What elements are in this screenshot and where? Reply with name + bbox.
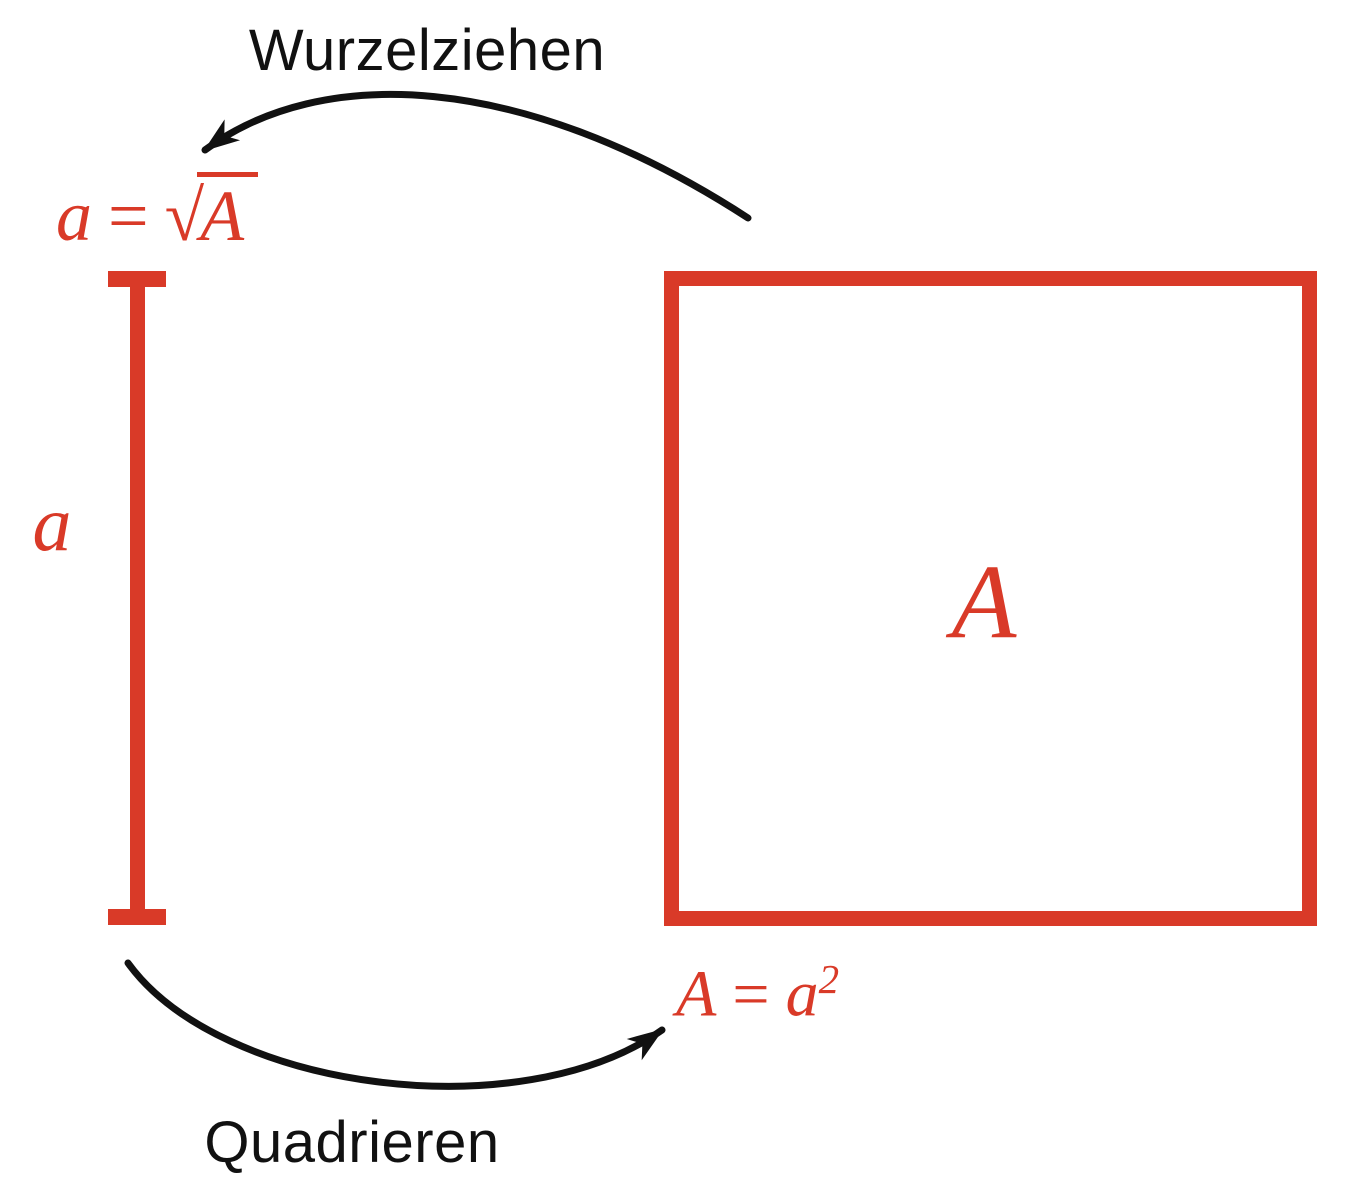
quadrieren-arrow [124, 959, 666, 1090]
segment-bar [130, 271, 145, 925]
sqrt-formula-radicand: A [200, 176, 245, 256]
sqrt-formula-lhs: a [56, 176, 92, 256]
sqrt-formula-equals: = [108, 176, 149, 256]
quadrieren-label: Quadrieren [204, 1110, 500, 1175]
square-formula-equals: = [732, 957, 770, 1031]
side-length-label: a [32, 480, 72, 567]
square-formula-base: a [785, 957, 819, 1031]
sqrt-formula: a=√A [56, 172, 259, 258]
area-square [664, 271, 1317, 926]
radical-sign: √ [164, 176, 205, 256]
area-label: A [951, 543, 1017, 660]
square-formula-exponent: 2 [818, 957, 840, 1002]
square-formula-lhs: A [676, 957, 717, 1031]
segment-bottom-cap [108, 909, 166, 925]
wurzelziehen-label: Wurzelziehen [248, 18, 606, 83]
wurzelziehen-arrow [201, 91, 752, 222]
square-formula: A=a2 [676, 956, 839, 1032]
